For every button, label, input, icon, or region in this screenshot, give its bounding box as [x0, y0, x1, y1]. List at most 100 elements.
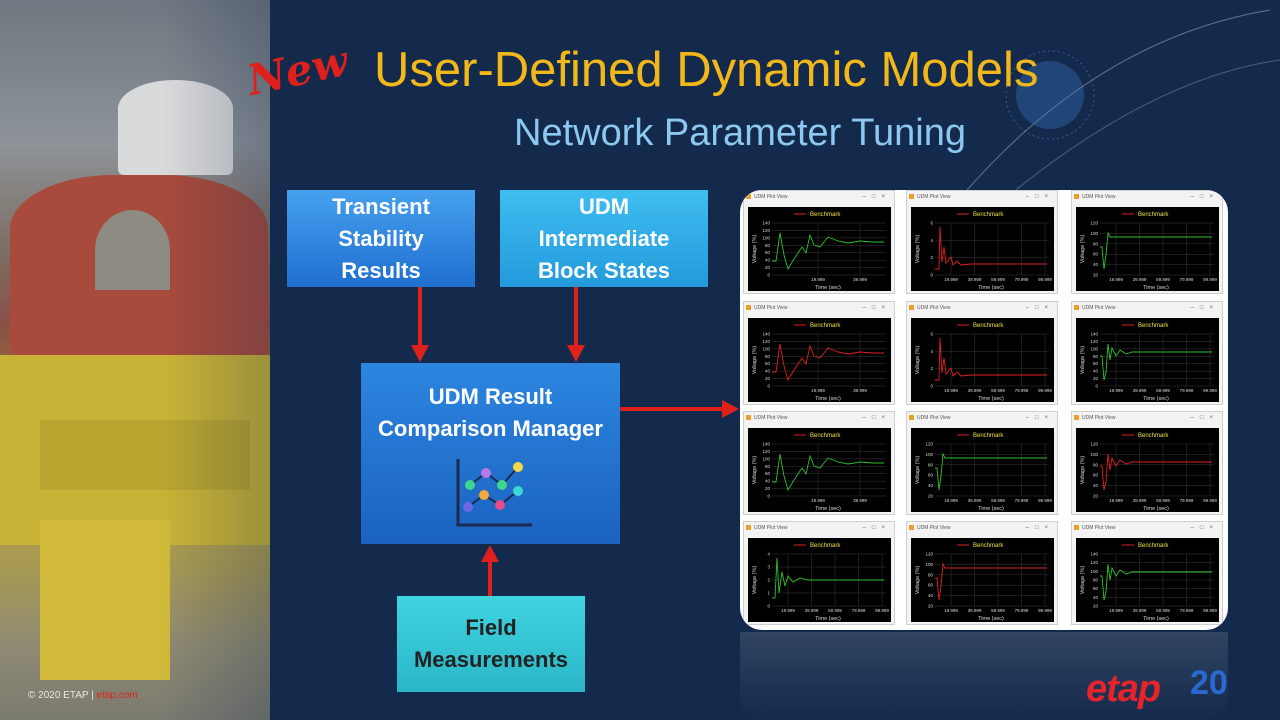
window-controls-icon[interactable]: –□×	[862, 305, 891, 311]
plot-window-titlebar[interactable]: UDM Plot View–□×	[907, 522, 1057, 534]
y-axis-label: Voltage (%)	[1080, 456, 1086, 485]
x-tick-label: 19.999	[811, 277, 825, 282]
y-tick-label: 80	[765, 354, 771, 359]
y-tick-label: 2	[930, 366, 933, 371]
x-tick-label: 39.999	[1133, 608, 1147, 613]
site-link[interactable]: etap.com	[96, 690, 138, 701]
window-controls-icon[interactable]: –□×	[1190, 305, 1219, 311]
window-controls-icon[interactable]: –□×	[1025, 194, 1054, 200]
legend-label: Benchmark	[810, 323, 841, 329]
y-tick-label: 20	[765, 265, 771, 270]
y-tick-label: 4	[930, 349, 933, 354]
plot-window-titlebar[interactable]: UDM Plot View–□×	[744, 302, 894, 314]
x-tick-label: 79.999	[1015, 277, 1029, 282]
x-axis-label: Time (sec)	[815, 616, 841, 622]
app-icon	[909, 415, 914, 420]
plot-window-titlebar[interactable]: UDM Plot View–□×	[1072, 191, 1222, 203]
x-tick-label: 59.999	[1156, 388, 1170, 393]
window-controls-icon[interactable]: –□×	[1025, 305, 1054, 311]
box-line: Stability	[338, 225, 424, 251]
plot-window-titlebar[interactable]: UDM Plot View –□×	[1072, 522, 1222, 534]
y-tick-label: 100	[925, 452, 933, 457]
x-axis-label: Time (sec)	[1143, 616, 1169, 622]
y-axis-label: Voltage (%)	[1080, 346, 1086, 375]
y-tick-label: 80	[1093, 354, 1099, 359]
x-tick-label: 39.999	[968, 277, 982, 282]
window-controls-icon[interactable]: –□×	[1190, 525, 1219, 531]
plot-window-titlebar[interactable]: UDM Plot View–□×	[1072, 412, 1222, 424]
plot-window-titlebar[interactable]: UDM Plot View–□×	[744, 412, 894, 424]
x-tick-label: 99.999	[1038, 498, 1052, 503]
x-tick-label: 59.999	[828, 608, 842, 613]
window-controls-icon[interactable]: –□×	[1025, 525, 1054, 531]
y-tick-label: 120	[925, 552, 933, 557]
y-tick-label: 40	[1093, 483, 1099, 488]
etap-logo: etap	[1086, 668, 1161, 710]
legend-label: Benchmark	[973, 433, 1004, 439]
plot-window-title: UDM Plot View	[754, 194, 788, 200]
y-tick-label: 20	[765, 486, 771, 491]
y-tick-label: 40	[1093, 595, 1099, 600]
window-controls-icon[interactable]: –□×	[1190, 415, 1219, 421]
x-axis-label: Time (sec)	[815, 285, 841, 291]
y-tick-label: 60	[1093, 252, 1099, 257]
app-icon	[909, 525, 914, 530]
window-controls-icon[interactable]: –□×	[1190, 194, 1219, 200]
app-icon	[746, 415, 751, 420]
plot-window-titlebar[interactable]: UDM Plot View–□×	[907, 412, 1057, 424]
voltage-trace	[935, 337, 1047, 381]
y-tick-label: 40	[928, 593, 934, 598]
plot-window-titlebar[interactable]: UDM Plot View–□×	[1072, 302, 1222, 314]
y-tick-label: 40	[1093, 262, 1099, 267]
box-line: Measurements	[413, 647, 569, 672]
copyright: © 2020 ETAP | etap.com	[28, 690, 138, 701]
decorative-arcs	[949, 9, 1280, 220]
plot-window-title: UDM Plot View	[1082, 525, 1116, 531]
box-line: UDM Result	[428, 384, 553, 409]
window-controls-icon[interactable]: –□×	[862, 525, 891, 531]
y-tick-label: 20	[1093, 494, 1099, 499]
window-controls-icon[interactable]: –□×	[862, 194, 891, 200]
y-tick-label: 120	[1090, 221, 1098, 226]
plot-window-titlebar[interactable]: UDM Plot View–□×	[744, 522, 894, 534]
plot-window-titlebar[interactable]: UDM Plot View –□×	[744, 191, 894, 203]
box-line: Transient	[332, 193, 430, 219]
x-tick-label: 99.999	[1038, 608, 1052, 613]
y-axis-label: Voltage (%)	[752, 346, 758, 375]
window-controls-icon[interactable]: –□×	[1025, 415, 1054, 421]
legend-label: Benchmark	[973, 323, 1004, 329]
plot-window-titlebar[interactable]: UDM Plot View–□×	[907, 302, 1057, 314]
box-line: Block States	[537, 257, 671, 283]
voltage-trace	[772, 453, 884, 492]
plot-window-titlebar[interactable]: UDM Plot View–□×	[907, 191, 1057, 203]
tank-shape	[118, 80, 233, 175]
legend-label: Benchmark	[810, 433, 841, 439]
legend-label: Benchmark	[973, 212, 1004, 218]
x-tick-label: 59.999	[1156, 608, 1170, 613]
legend-label: Benchmark	[810, 543, 841, 549]
app-icon	[1074, 525, 1079, 530]
window-controls-icon[interactable]: –□×	[862, 415, 891, 421]
app-icon	[1074, 415, 1079, 420]
y-tick-label: 0	[767, 273, 770, 278]
y-tick-label: 2	[767, 578, 770, 583]
